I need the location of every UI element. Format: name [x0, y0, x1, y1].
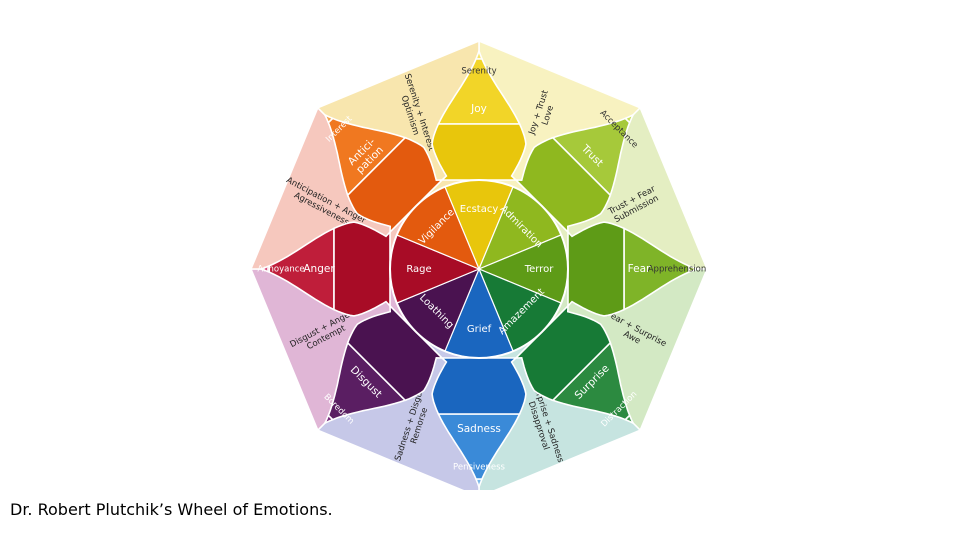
- petal-disgust: [323, 267, 481, 425]
- petal-surprise-ring-1: [623, 413, 635, 425]
- petal-trust-ring-3: [513, 136, 612, 235]
- petal-fear-ring-3: [567, 221, 625, 317]
- emotion-label-joy-3: Ecstacy: [460, 204, 499, 215]
- petal-anger-ring-1: [258, 264, 270, 274]
- petal-anger-ring-2: [268, 227, 335, 311]
- emotion-label-sadness-1: Pensiveness: [453, 463, 506, 473]
- petal-anger-ring-3: [333, 221, 391, 317]
- petal-trust-ring-2: [551, 117, 631, 197]
- emotion-label-fear-3: Terror: [524, 264, 555, 275]
- petal-joy-ring-3: [431, 123, 527, 181]
- petal-anticipation-ring-2: [327, 117, 407, 197]
- petal-fear-ring-2: [623, 227, 690, 311]
- emotion-label-fear-2: Fear: [628, 263, 651, 275]
- petal-sadness-ring-3: [431, 357, 527, 415]
- emotion-label-fear-1: Apprehension: [648, 265, 707, 275]
- emotion-label-joy-2: Joy: [470, 103, 487, 115]
- figure-caption: Dr. Robert Plutchik’s Wheel of Emotions.: [10, 500, 333, 519]
- emotion-label-sadness-2: Sadness: [457, 423, 501, 435]
- petal-disgust-ring-2: [327, 341, 407, 421]
- petal-disgust-ring-1: [323, 413, 335, 425]
- emotion-label-anger-3: Rage: [406, 264, 431, 275]
- petal-anticipation-ring-3: [346, 136, 445, 235]
- petal-disgust-ring-3: [346, 303, 445, 402]
- petal-surprise-ring-2: [551, 341, 631, 421]
- emotion-petals: [258, 48, 700, 490]
- petal-sadness-ring-2: [437, 413, 521, 480]
- petal-joy-ring-1: [474, 48, 484, 60]
- petal-trust: [477, 113, 635, 271]
- petal-fear-ring-1: [688, 264, 700, 274]
- emotion-label-anger-2: Anger: [303, 263, 335, 275]
- emotion-label-sadness-3: Grief: [467, 324, 492, 335]
- petal-anticipation-ring-1: [323, 113, 335, 125]
- emotion-label-joy-1: Serenity: [461, 67, 496, 77]
- petal-surprise: [477, 267, 635, 425]
- emotion-label-anger-1: Annoyance: [257, 265, 304, 275]
- petal-joy-ring-2: [437, 58, 521, 125]
- petal-joy: [431, 48, 527, 271]
- petal-anticipation: [323, 113, 481, 271]
- petal-trust-ring-1: [623, 113, 635, 125]
- petal-surprise-ring-3: [513, 303, 612, 402]
- petal-fear: [477, 221, 700, 317]
- petal-sadness-ring-1: [474, 478, 484, 490]
